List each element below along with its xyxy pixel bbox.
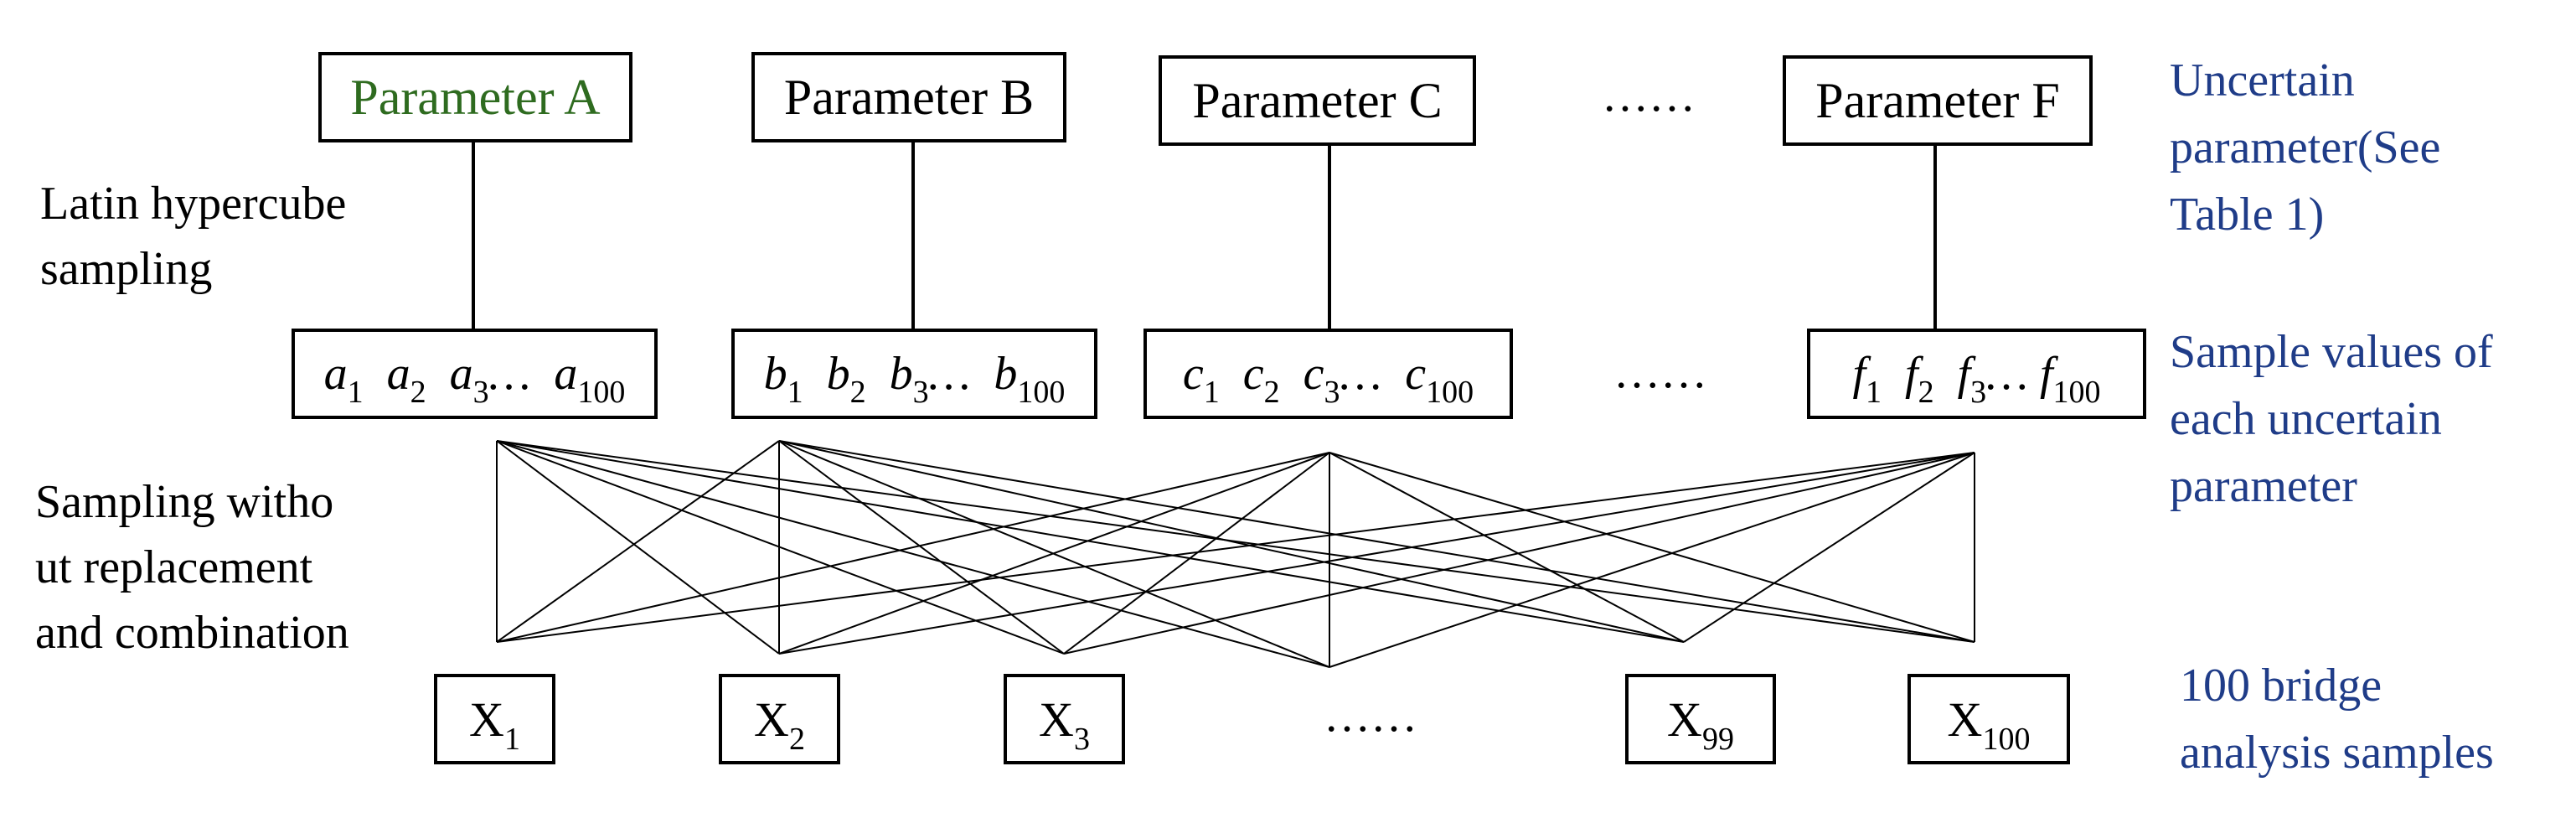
sample-f-values: f1 f2 f3… f100 <box>1852 348 2101 410</box>
uncertain-parameter-label: Uncertain parameter(See Table 1) <box>2170 54 2441 241</box>
sample-b-values: b1 b2 b3… b100 <box>763 348 1066 410</box>
combination-line <box>496 452 1975 643</box>
combination-line <box>1683 452 1975 643</box>
combination-line <box>1329 452 1685 643</box>
combination-line <box>1063 452 1330 655</box>
output-x99-box: X99 <box>1625 674 1776 764</box>
sample-ellipsis: …… <box>1613 346 1707 398</box>
parameter-c-label: Parameter C <box>1192 72 1443 128</box>
sample-a-values: a1 a2 a3… a100 <box>323 348 626 410</box>
output-x2-label: X2 <box>754 691 805 757</box>
combination-line <box>496 440 1975 643</box>
parameter-b-box: Parameter B <box>751 52 1066 142</box>
combination-line <box>496 440 1685 643</box>
output-x1-box: X1 <box>434 674 555 764</box>
combination-line <box>1329 452 1975 668</box>
combination-line <box>778 440 1975 643</box>
combination-line <box>496 440 1065 655</box>
parameter-ellipsis: …… <box>1602 70 1696 122</box>
sample-a-box: a1 a2 a3… a100 <box>292 329 658 419</box>
sample-values-label: Sample values of each uncertain paramete… <box>2170 326 2493 512</box>
parameter-f-label: Parameter F <box>1815 72 2060 128</box>
output-x1-label: X1 <box>469 691 520 757</box>
parameter-b-label: Parameter B <box>783 69 1035 125</box>
combination-line <box>778 440 1065 655</box>
combination-line <box>496 452 1330 643</box>
bridge-samples-label: 100 bridge analysis samples <box>2180 660 2494 779</box>
combination-line <box>778 452 1975 655</box>
output-x99-label: X99 <box>1667 691 1734 757</box>
combination-line <box>496 440 780 643</box>
combination-line <box>778 440 1685 643</box>
combination-line <box>778 452 1330 655</box>
sample-b-box: b1 b2 b3… b100 <box>731 329 1097 419</box>
combination-line <box>496 440 1330 668</box>
output-x3-box: X3 <box>1004 674 1125 764</box>
sample-c-values: c1 c2 c3… c100 <box>1182 348 1474 410</box>
output-ellipsis: …… <box>1324 690 1417 742</box>
output-x100-box: X100 <box>1907 674 2070 764</box>
sampling-combination-label: Sampling witho ut replacement and combin… <box>35 476 349 659</box>
sample-c-box: c1 c2 c3… c100 <box>1143 329 1513 419</box>
parameter-c-box: Parameter C <box>1159 55 1476 146</box>
output-x3-label: X3 <box>1039 691 1090 757</box>
latin-hypercube-label: Latin hypercube sampling <box>40 178 347 295</box>
sample-f-box: f1 f2 f3… f100 <box>1807 329 2146 419</box>
output-x100-label: X100 <box>1947 691 2031 757</box>
combination-line <box>1063 452 1975 655</box>
parameter-a-label: Parameter A <box>350 69 601 125</box>
combination-line <box>1329 452 1975 643</box>
output-x2-box: X2 <box>719 674 840 764</box>
parameter-f-box: Parameter F <box>1783 55 2093 146</box>
parameter-a-box: Parameter A <box>318 52 632 142</box>
combination-line <box>496 440 780 655</box>
